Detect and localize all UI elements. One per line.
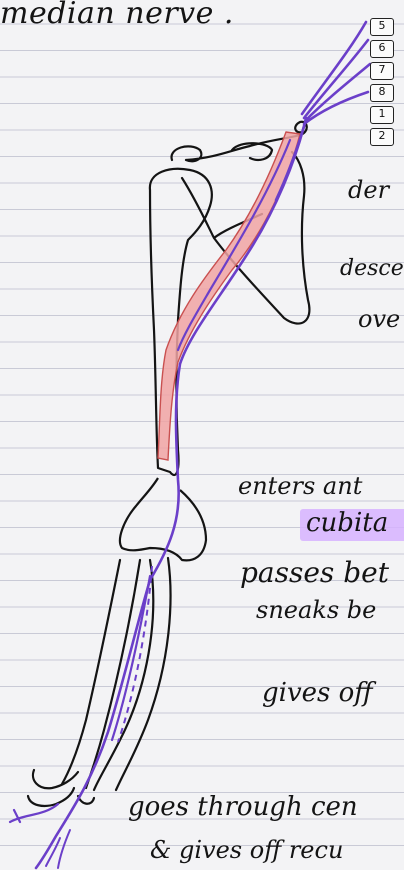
root-box-t2: 2 xyxy=(370,128,394,146)
root-label: 8 xyxy=(371,85,393,98)
note-line-7: sneaks be xyxy=(256,596,376,624)
root-label: 5 xyxy=(371,19,393,32)
note-line-10: & gives off recu xyxy=(150,836,343,864)
root-label: 7 xyxy=(371,63,393,76)
root-label: 1 xyxy=(371,107,393,120)
root-label: 2 xyxy=(371,129,393,142)
root-box-c5: 5 xyxy=(370,18,394,36)
root-box-t1: 1 xyxy=(370,106,394,124)
root-box-c7: 7 xyxy=(370,62,394,80)
note-line-5: cubita xyxy=(306,508,388,538)
note-line-3: ove xyxy=(358,305,400,333)
note-line-2: descen xyxy=(340,256,404,281)
page-title: median nerve . xyxy=(0,0,234,31)
plexus-roots xyxy=(276,22,370,200)
note-line-8: gives off xyxy=(262,678,373,708)
root-label: 6 xyxy=(371,41,393,54)
note-line-4: enters ant xyxy=(238,472,362,500)
note-line-1: der xyxy=(348,176,389,204)
note-line-6: passes bet xyxy=(240,556,389,589)
root-box-c8: 8 xyxy=(370,84,394,102)
note-line-9: goes through cen xyxy=(128,792,358,822)
root-box-c6: 6 xyxy=(370,40,394,58)
elbow-outline xyxy=(120,478,206,560)
ulna-outline xyxy=(94,558,171,790)
